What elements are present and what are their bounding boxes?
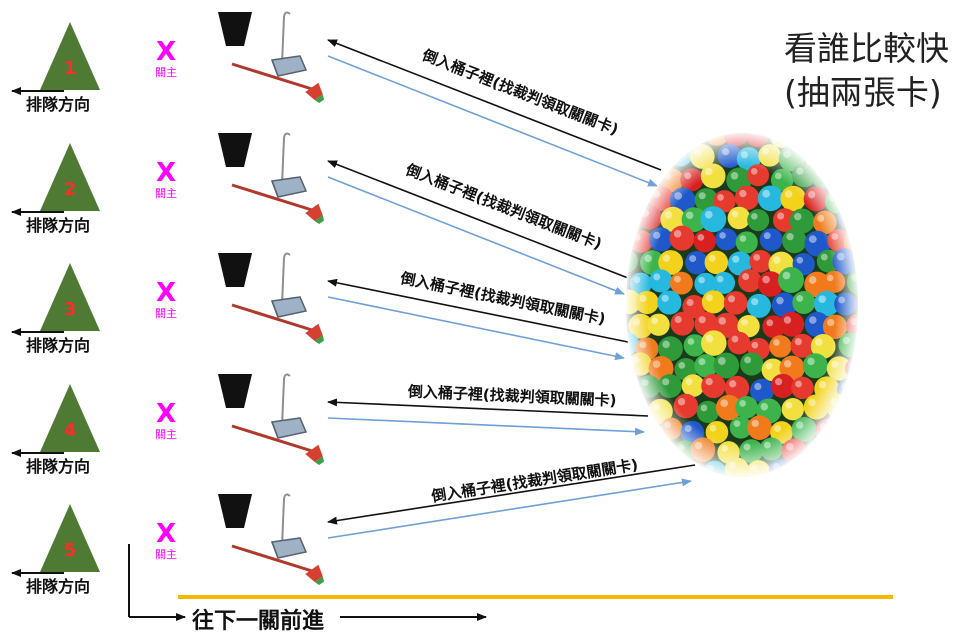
broom-icon — [305, 82, 325, 104]
dustpan-icon — [270, 252, 308, 318]
dustpan-icon — [270, 11, 308, 77]
cone-triangle-icon — [40, 263, 100, 331]
broom-icon — [305, 564, 325, 586]
cone-triangle-icon — [40, 22, 100, 90]
next-stage-arrow — [128, 544, 487, 621]
broom-handle — [231, 303, 313, 332]
instruction-label: 倒入桶子裡(找裁判領取關關卡) — [429, 456, 639, 506]
cone-triangle-icon — [40, 143, 100, 211]
broom-icon — [305, 203, 325, 225]
bucket-icon — [218, 12, 252, 46]
cone-triangle-icon — [40, 384, 100, 452]
lane-number: 1 — [64, 58, 77, 79]
queue-direction-label: 排隊方向 — [26, 95, 90, 114]
go-arrow — [327, 55, 658, 187]
lane-1: 1排隊方向X關主倒入桶子裡(找裁判領取關關卡) — [11, 11, 662, 187]
lane-number: 5 — [64, 540, 77, 561]
lane-2: 2 排隊方向 X關主 倒入桶子裡(找裁判領取關關卡) — [11, 132, 629, 295]
return-arrow — [327, 160, 629, 279]
lane-number: 4 — [64, 420, 77, 441]
gatekeeper-label: 關主 — [155, 66, 177, 79]
next-stage-label: 往下一關前進 — [192, 609, 325, 634]
queue-direction-label: 排隊方向 — [26, 336, 90, 355]
bucket-icon — [218, 253, 252, 287]
return-arrow — [327, 398, 649, 417]
broom-icon — [305, 444, 325, 466]
ball-pit-image — [625, 132, 859, 478]
instruction-label: 倒入桶子裡(找裁判領取關關卡) — [402, 160, 604, 253]
go-arrow — [327, 296, 625, 361]
return-arrow — [327, 39, 662, 171]
gatekeeper-x-mark: X — [156, 37, 176, 67]
bucket-icon — [218, 374, 252, 408]
queue-direction-label: 排隊方向 — [26, 457, 90, 476]
bucket-icon — [218, 133, 252, 167]
title-line-2: (抽兩張卡) — [784, 73, 942, 112]
broom-icon — [305, 323, 325, 345]
go-arrow — [327, 176, 625, 295]
broom-handle — [231, 544, 313, 573]
gatekeeper-label: 關主 — [155, 187, 177, 200]
dustpan-icon — [270, 493, 308, 559]
gatekeeper-x-mark: X — [156, 158, 176, 188]
gatekeeper-label: 關主 — [155, 428, 177, 441]
lane-number: 2 — [64, 179, 77, 200]
instruction-label: 倒入桶子裡(找裁判領取關關卡) — [398, 269, 607, 328]
lane-4: 4 排隊方向 X關主 倒入桶子裡(找裁判領取關關卡) — [11, 373, 649, 476]
broom-handle — [231, 424, 313, 453]
gatekeeper-x-mark: X — [156, 399, 176, 429]
go-arrow — [327, 478, 692, 539]
gatekeeper-x-mark: X — [156, 519, 176, 549]
dustpan-icon — [270, 132, 308, 198]
queue-direction-label: 排隊方向 — [26, 577, 90, 596]
title-line-1: 看誰比較快 — [784, 29, 949, 68]
gatekeeper-label: 關主 — [155, 548, 177, 561]
instruction-label: 倒入桶子裡(找裁判領取關關卡) — [419, 46, 621, 139]
lane-5: 5 排隊方向 X關主 倒入桶子裡(找裁判領取關關卡) — [11, 456, 696, 596]
return-arrow — [327, 464, 696, 525]
lane-number: 3 — [64, 299, 77, 320]
lane-3: 3 排隊方向 X關主 倒入桶子裡(找裁判領取關關卡) — [11, 252, 629, 361]
go-arrow — [327, 417, 645, 436]
queue-direction-label: 排隊方向 — [26, 216, 90, 235]
return-arrow — [327, 278, 629, 343]
cone-triangle-icon — [40, 504, 100, 572]
broom-handle — [231, 62, 313, 91]
dustpan-icon — [270, 373, 308, 439]
broom-handle — [231, 183, 313, 212]
gatekeeper-label: 關主 — [155, 307, 177, 320]
instruction-label: 倒入桶子裡(找裁判領取關關卡) — [407, 382, 617, 409]
gatekeeper-x-mark: X — [156, 278, 176, 308]
bucket-icon — [218, 494, 252, 528]
